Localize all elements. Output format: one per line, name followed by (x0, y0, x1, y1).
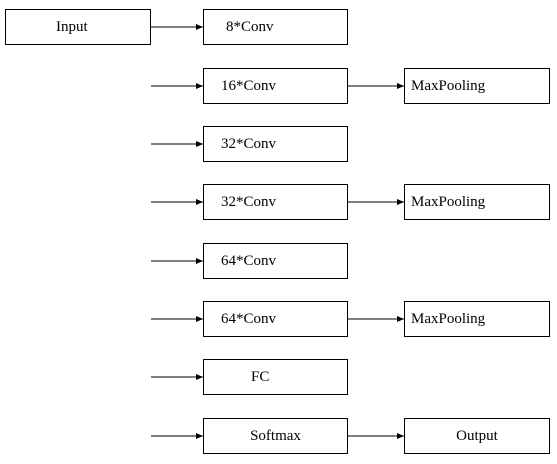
output-node: Output (404, 418, 550, 454)
conv-32-node-1-label: 32*Conv (221, 135, 277, 152)
maxpooling-node-2-label: MaxPooling (411, 193, 486, 210)
conv-8-node: 8*Conv (203, 9, 348, 45)
conv-8-node-label: 8*Conv (226, 18, 274, 35)
input-node: Input (5, 9, 151, 45)
maxpooling-node-1-label: MaxPooling (411, 77, 486, 94)
softmax-node: Softmax (203, 418, 348, 454)
fc-node-label: FC (251, 368, 270, 385)
maxpooling-node-3: MaxPooling (404, 301, 550, 337)
conv-32-node-1: 32*Conv (203, 126, 348, 162)
fc-node: FC (203, 359, 348, 395)
softmax-node-label: Softmax (250, 427, 301, 444)
input-node-label: Input (56, 18, 88, 35)
maxpooling-node-1: MaxPooling (404, 68, 550, 104)
conv-16-node: 16*Conv (203, 68, 348, 104)
maxpooling-node-2: MaxPooling (404, 184, 550, 220)
output-node-label: Output (456, 427, 498, 444)
conv-32-node-2-label: 32*Conv (221, 193, 277, 210)
conv-64-node-2: 64*Conv (203, 301, 348, 337)
conv-16-node-label: 16*Conv (221, 77, 277, 94)
conv-32-node-2: 32*Conv (203, 184, 348, 220)
maxpooling-node-3-label: MaxPooling (411, 310, 486, 327)
conv-64-node-1: 64*Conv (203, 243, 348, 279)
conv-64-node-1-label: 64*Conv (221, 252, 277, 269)
conv-64-node-2-label: 64*Conv (221, 310, 277, 327)
